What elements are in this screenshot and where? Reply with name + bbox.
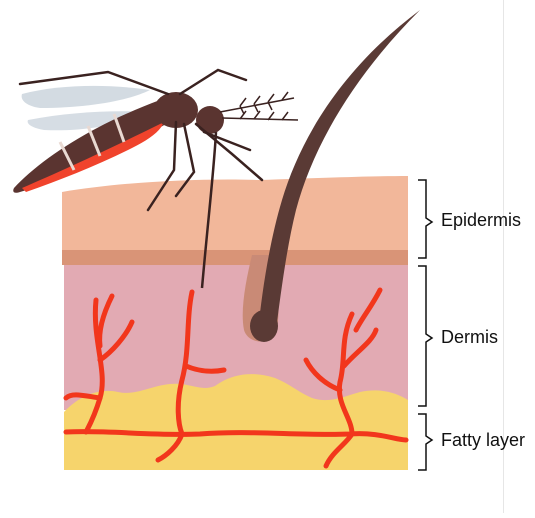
label-dermis: Dermis [441,327,498,348]
mosquito-wing [22,86,150,108]
vessel-left-branch2 [66,395,100,398]
label-fatty-layer: Fatty layer [441,430,525,451]
label-epidermis: Epidermis [441,210,521,231]
brace-fatty [418,414,432,470]
brace-epidermis [418,180,432,258]
mosquito-head [196,106,224,134]
hair-bulb [250,310,278,342]
layer-braces [418,180,432,470]
mosquito-antennae [220,92,298,120]
brace-dermis [418,266,432,406]
epidermis-layer [62,176,408,262]
epidermis-band [62,250,408,265]
